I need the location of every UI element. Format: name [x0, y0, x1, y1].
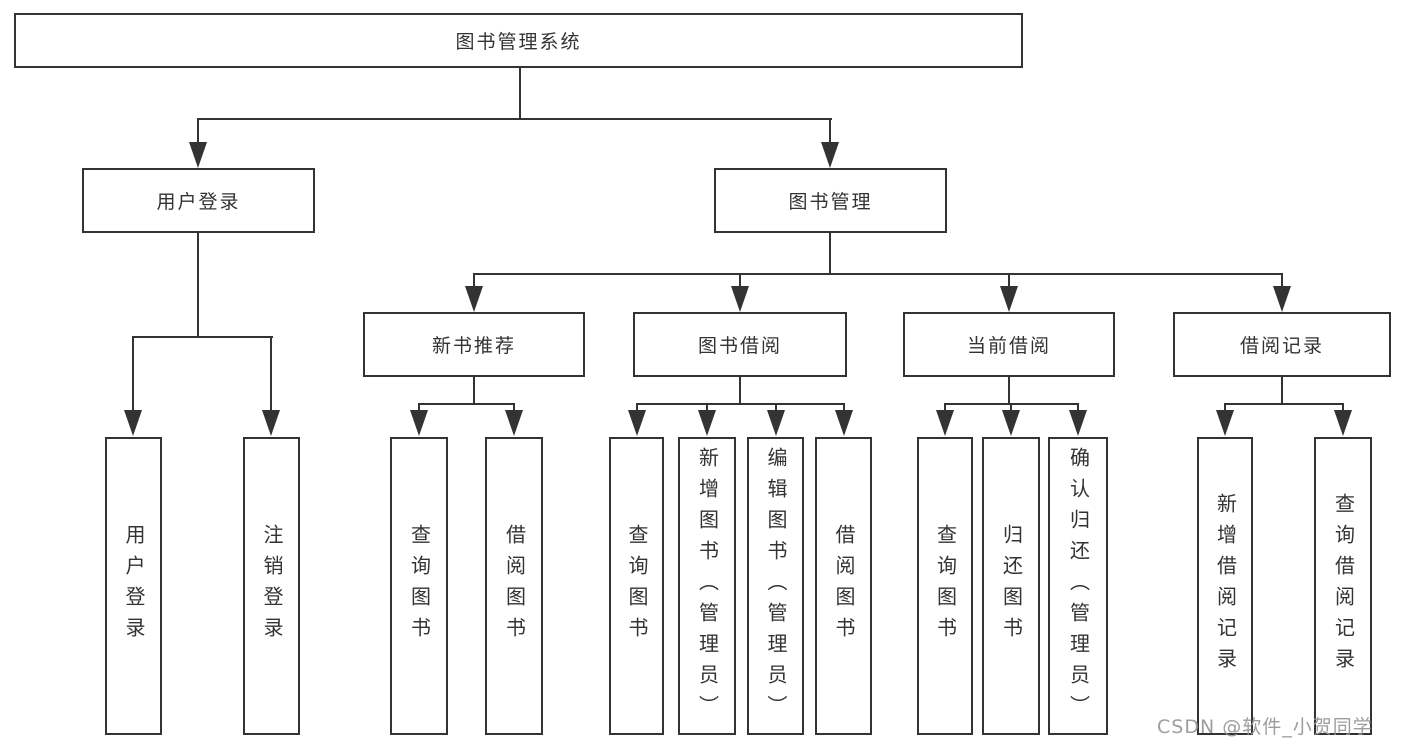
leaf-records-query-borrow-record: 查询借阅记录 [1314, 437, 1372, 735]
leaf-current-confirm-return-admin: 确认归还（管理员） [1048, 437, 1108, 735]
root-stub-user-login [197, 118, 199, 146]
root-stem-line [519, 67, 521, 118]
borrowing-stub-2 [706, 403, 708, 412]
leaf-borrowing-query-books-label: 查询图书 [625, 524, 649, 648]
borrowing-stem-line [739, 377, 741, 403]
leaf-records-add-borrow-record: 新增借阅记录 [1197, 437, 1253, 735]
recommendation-stem-line [473, 377, 475, 403]
node-book-borrowing: 图书借阅 [633, 312, 847, 377]
arrow-to-current-confirm-return [1069, 410, 1087, 436]
leaf-recommend-borrow-books-label: 借阅图书 [502, 524, 527, 648]
records-branch-line [1224, 403, 1344, 405]
leaf-borrowing-edit-books-admin: 编辑图书（管理员） [747, 437, 804, 735]
arrow-to-new-book-recommendation [465, 286, 483, 312]
stub-current-borrowing [1008, 273, 1010, 288]
leaf-borrowing-add-books-admin: 新增图书（管理员） [678, 437, 736, 735]
records-stem-line [1281, 377, 1283, 403]
borrowing-stub-1 [636, 403, 638, 412]
arrow-to-records-query-record [1334, 410, 1352, 436]
node-root-system: 图书管理系统 [14, 13, 1023, 68]
node-user-login-label: 用户登录 [156, 191, 241, 213]
leaf-borrowing-borrow-books: 借阅图书 [815, 437, 872, 735]
user-login-stub-right [270, 336, 272, 412]
records-stub-2 [1342, 403, 1344, 412]
root-branch-line [197, 118, 832, 120]
node-borrowing-records: 借阅记录 [1173, 312, 1391, 377]
node-book-management: 图书管理 [714, 168, 947, 233]
leaf-current-confirm-return-admin-label: 确认归还（管理员） [1066, 446, 1091, 726]
arrow-to-recommend-borrow-books [505, 410, 523, 436]
root-stub-book-management [829, 118, 831, 146]
node-book-management-label: 图书管理 [788, 191, 873, 213]
current-stub-2 [1010, 403, 1012, 412]
leaf-borrowing-add-books-admin-label: 新增图书（管理员） [695, 446, 720, 726]
arrow-to-borrowing-add-books [698, 410, 716, 436]
leaf-recommend-query-books: 查询图书 [390, 437, 448, 735]
arrow-to-leaf-user-login [124, 410, 142, 436]
leaf-borrowing-borrow-books-label: 借阅图书 [832, 524, 856, 648]
arrow-to-current-return-books [1002, 410, 1020, 436]
arrow-to-leaf-logout [262, 410, 280, 436]
node-root-system-label: 图书管理系统 [455, 31, 582, 53]
arrow-to-borrowing-borrow-books [835, 410, 853, 436]
leaf-user-login: 用户登录 [105, 437, 162, 735]
stub-book-borrowing [739, 273, 741, 288]
node-new-book-recommendation: 新书推荐 [363, 312, 585, 377]
stub-new-book-recommendation [473, 273, 475, 288]
arrow-to-borrowing-records [1273, 286, 1291, 312]
leaf-current-query-books-label: 查询图书 [933, 524, 958, 648]
records-stub-1 [1224, 403, 1226, 412]
node-book-borrowing-label: 图书借阅 [697, 335, 782, 357]
node-user-login: 用户登录 [82, 168, 315, 233]
arrow-to-borrowing-edit-books [767, 410, 785, 436]
leaf-current-return-books: 归还图书 [982, 437, 1040, 735]
borrowing-stub-4 [843, 403, 845, 412]
recommendation-branch-line [418, 403, 515, 405]
arrow-to-records-add-record [1216, 410, 1234, 436]
leaf-user-login-label: 用户登录 [122, 524, 146, 648]
arrow-to-user-login [189, 142, 207, 168]
leaf-recommend-borrow-books: 借阅图书 [485, 437, 543, 735]
leaf-records-add-borrow-record-label: 新增借阅记录 [1213, 493, 1238, 679]
node-new-book-recommendation-label: 新书推荐 [431, 335, 516, 357]
current-stub-3 [1077, 403, 1079, 412]
current-stem-line [1008, 377, 1010, 403]
leaf-borrowing-edit-books-admin-label: 编辑图书（管理员） [764, 446, 788, 726]
arrow-to-book-management [821, 142, 839, 168]
user-login-stem-line [197, 233, 199, 336]
stub-borrowing-records [1281, 273, 1283, 288]
user-login-branch-line [132, 336, 273, 338]
book-management-stem-line [829, 233, 831, 273]
leaf-logout-label: 注销登录 [260, 524, 284, 648]
csdn-watermark: CSDN @软件_小贺同学 [1157, 716, 1373, 738]
arrow-to-borrowing-query-books [628, 410, 646, 436]
book-management-branch-line [473, 273, 1283, 275]
leaf-logout: 注销登录 [243, 437, 300, 735]
arrow-to-book-borrowing [731, 286, 749, 312]
current-stub-1 [944, 403, 946, 412]
leaf-current-return-books-label: 归还图书 [999, 524, 1024, 648]
node-borrowing-records-label: 借阅记录 [1239, 335, 1324, 357]
node-current-borrowing-label: 当前借阅 [966, 335, 1051, 357]
leaf-recommend-query-books-label: 查询图书 [407, 524, 432, 648]
borrowing-branch-line [636, 403, 845, 405]
user-login-stub-left [132, 336, 134, 412]
arrow-to-current-query-books [936, 410, 954, 436]
recommendation-stub-2 [513, 403, 515, 412]
leaf-current-query-books: 查询图书 [917, 437, 973, 735]
borrowing-stub-3 [775, 403, 777, 412]
arrow-to-current-borrowing [1000, 286, 1018, 312]
leaf-borrowing-query-books: 查询图书 [609, 437, 664, 735]
leaf-records-query-borrow-record-label: 查询借阅记录 [1331, 493, 1356, 679]
node-current-borrowing: 当前借阅 [903, 312, 1115, 377]
recommendation-stub-1 [418, 403, 420, 412]
arrow-to-recommend-query-books [410, 410, 428, 436]
